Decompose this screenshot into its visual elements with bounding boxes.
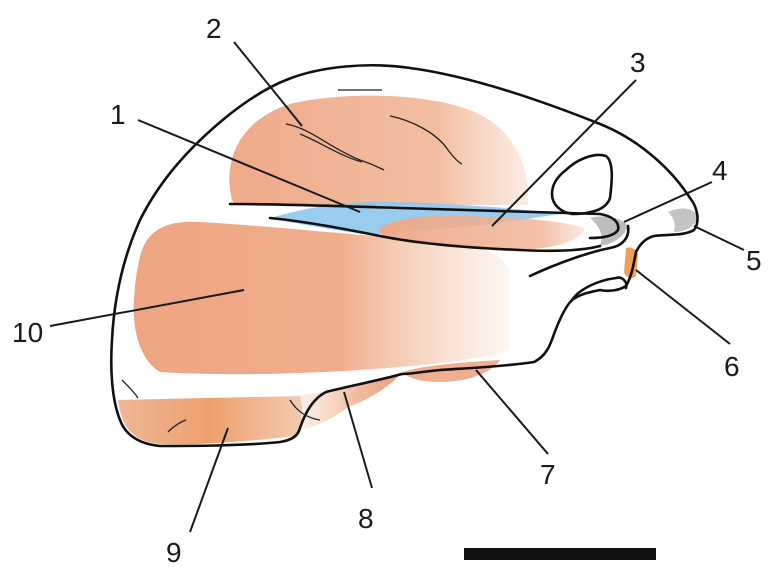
callout-label-2: 2 <box>206 13 222 44</box>
callout-label-7: 7 <box>540 459 556 490</box>
leader-line-5 <box>694 226 744 250</box>
leader-line-7 <box>476 370 548 454</box>
scale-bar <box>464 548 656 560</box>
callout-label-4: 4 <box>712 155 728 186</box>
callout-label-10: 10 <box>12 317 43 348</box>
region-2-upper-muscle <box>229 96 528 205</box>
callout-label-9: 9 <box>166 537 182 568</box>
foramen <box>552 155 612 214</box>
callout-label-5: 5 <box>746 245 762 276</box>
callout-label-3: 3 <box>630 47 646 78</box>
callout-label-6: 6 <box>724 351 740 382</box>
callout-label-8: 8 <box>358 503 374 534</box>
leader-line-4 <box>624 182 712 222</box>
callout-label-1: 1 <box>110 99 126 130</box>
leader-line-2 <box>234 42 302 126</box>
leader-line-8 <box>344 392 372 488</box>
leader-line-6 <box>636 270 730 344</box>
region-9-lower-muscle <box>118 396 302 444</box>
fiber-line-5 <box>122 380 138 398</box>
